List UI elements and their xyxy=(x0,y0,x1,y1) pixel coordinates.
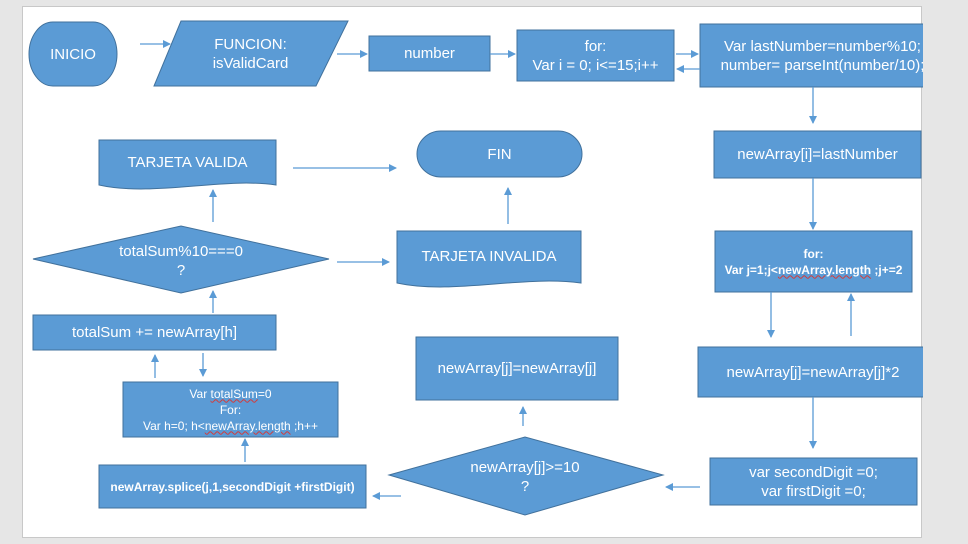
shape-for-j xyxy=(714,230,913,293)
shape-last-number xyxy=(699,23,923,88)
shape-valid xyxy=(98,139,277,190)
shape-double-j xyxy=(697,346,923,398)
shape-digits xyxy=(709,457,918,506)
shape-total-sum xyxy=(32,314,277,351)
shape-inicio xyxy=(28,21,118,87)
shape-for-i xyxy=(516,29,675,82)
flowchart xyxy=(28,20,923,516)
shape-new-array-i xyxy=(713,130,922,179)
shape-decision-ge10 xyxy=(387,436,665,516)
shape-fin xyxy=(416,130,583,178)
slide-canvas: INICIO FUNCION: isValidCard number for: … xyxy=(22,6,924,538)
shape-assign-j xyxy=(415,336,619,401)
shape-splice xyxy=(98,464,367,509)
shape-decision-mod xyxy=(32,225,330,294)
shape-total-init xyxy=(122,381,339,438)
shape-number xyxy=(368,35,491,72)
shape-invalid xyxy=(396,230,582,288)
shape-funcion xyxy=(153,20,349,87)
